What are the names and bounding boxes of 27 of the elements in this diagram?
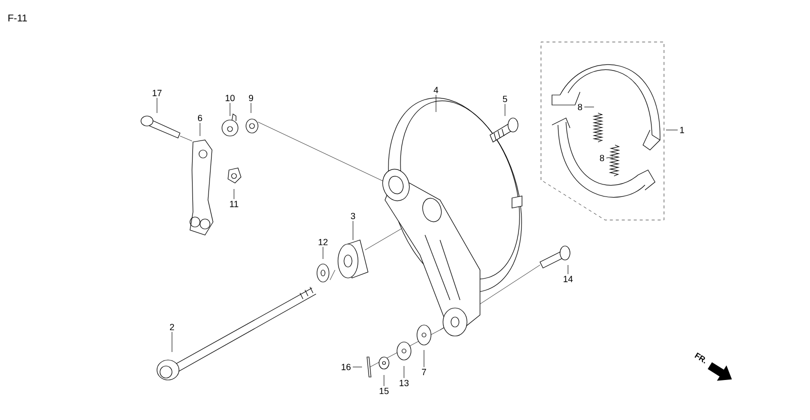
callout-number: 8 <box>600 154 604 162</box>
callout-number: 4 <box>434 86 438 94</box>
leader-line <box>250 102 252 114</box>
callout-number: 1 <box>680 126 684 134</box>
callout-number: 6 <box>198 114 202 122</box>
leader-line <box>584 106 594 108</box>
leader-line <box>504 104 506 116</box>
leader-line <box>352 366 362 368</box>
callout-number: 7 <box>422 368 426 376</box>
callout-number: 10 <box>226 94 235 102</box>
callout-number: 14 <box>564 276 573 282</box>
callout-number: 17 <box>152 90 162 96</box>
leader-line <box>352 220 354 240</box>
leader-line <box>156 98 158 114</box>
callout-number: 8 <box>578 104 582 110</box>
callout-number: 15 <box>380 388 389 394</box>
callout-number: 2 <box>170 324 174 330</box>
callout-number: 3 <box>350 212 356 220</box>
callout-number: 16 <box>342 364 351 370</box>
callout-number: 12 <box>318 238 328 246</box>
leader-line <box>322 246 324 260</box>
page-code: F-11 <box>8 14 27 22</box>
leader-line <box>606 156 614 158</box>
callout-number: 5 <box>502 96 508 102</box>
callout-number: 11 <box>230 200 238 208</box>
callout-number: 9 <box>248 94 254 102</box>
callout-number: 13 <box>400 380 409 386</box>
